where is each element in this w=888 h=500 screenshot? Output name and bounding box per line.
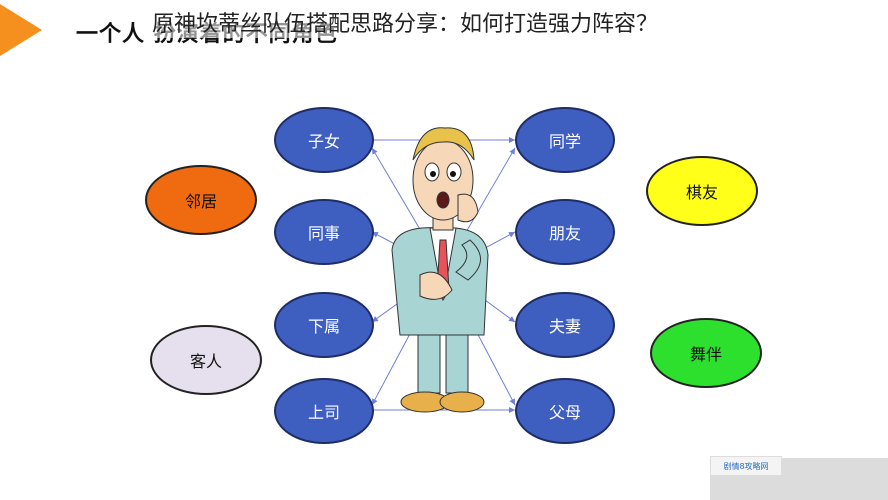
confused-man-icon <box>391 127 489 413</box>
node-friend: 朋友 <box>515 199 615 265</box>
node-subordinate: 下属 <box>274 292 374 358</box>
node-boss: 上司 <box>274 378 374 444</box>
node-spouse: 夫妻 <box>515 292 615 358</box>
corner-arrow-icon <box>0 4 42 56</box>
node-neighbor: 邻居 <box>145 165 257 235</box>
node-colleague: 同事 <box>274 199 374 265</box>
node-chess-friend: 棋友 <box>646 156 758 226</box>
watermark: 剧情8攻略网 <box>710 456 782 476</box>
node-guest: 客人 <box>150 325 262 395</box>
node-dance-partner: 舞伴 <box>650 318 762 388</box>
node-parents: 父母 <box>515 378 615 444</box>
node-child: 子女 <box>274 107 374 173</box>
node-classmate: 同学 <box>515 107 615 173</box>
page-title: 原神坎蒂丝队伍搭配思路分享：如何打造强力阵容？ <box>152 6 659 38</box>
